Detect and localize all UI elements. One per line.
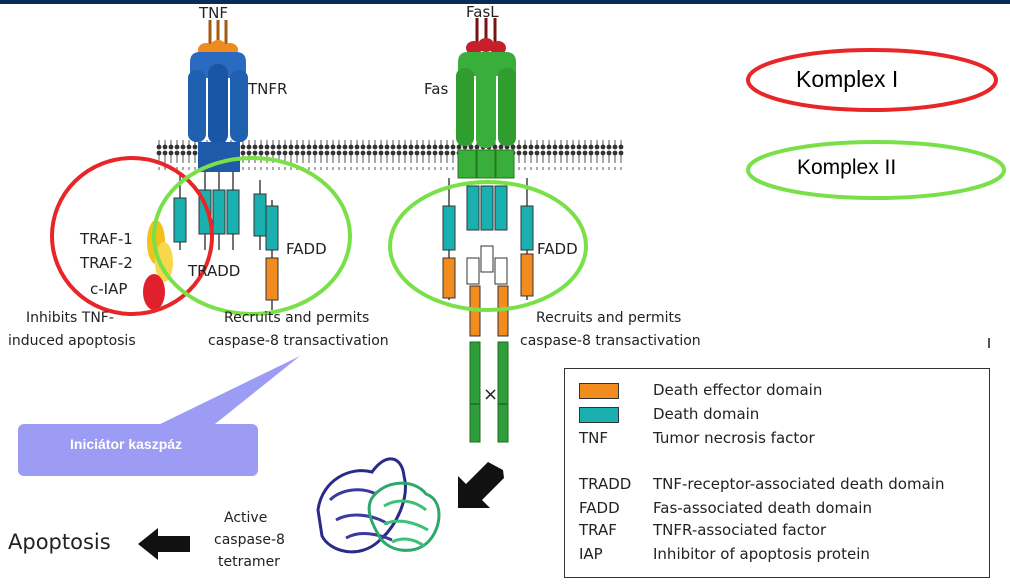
fas-label: Fas xyxy=(424,80,449,98)
legend-key-6: IAP xyxy=(579,545,603,563)
tnf-ligand xyxy=(198,20,238,57)
komplex-one-legend-ring xyxy=(746,48,998,112)
death-effector-swatch xyxy=(579,383,619,399)
active-line3: tetramer xyxy=(218,554,280,570)
tnfr-receptor xyxy=(188,52,248,172)
legend-text-6: Inhibitor of apoptosis protein xyxy=(653,545,870,563)
komplex-two-label: Komplex II xyxy=(797,156,897,179)
callout-pointer xyxy=(152,356,300,428)
initiator-caspase-callout: Iniciátor kaszpáz xyxy=(18,424,258,476)
recruits-left-line1: Recruits and permits xyxy=(224,310,370,326)
top-border xyxy=(0,0,1010,4)
traf2-label: TRAF-2 xyxy=(80,254,133,272)
legend-text-3: TNF-receptor-associated death domain xyxy=(653,475,945,493)
komplex-two-legend-ring xyxy=(746,140,1006,200)
arrow-to-apoptosis xyxy=(138,528,190,560)
komplex-two-ring-fadd xyxy=(388,180,588,312)
fadd-right-label: FADD xyxy=(537,240,578,258)
fasl-ligand xyxy=(466,18,506,55)
legend-key-5: TRAF xyxy=(579,521,617,539)
ciap-label: c-IAP xyxy=(90,280,128,298)
active-line1: Active xyxy=(224,510,268,526)
recruits-right-line1: Recruits and permits xyxy=(536,310,682,326)
fas-receptor xyxy=(456,52,516,179)
inhibits-line2: induced apoptosis xyxy=(8,333,136,349)
death-domain-swatch xyxy=(579,407,619,423)
legend-key-2: TNF xyxy=(579,429,609,447)
tnfr-label: TNFR xyxy=(248,80,288,98)
membrane-left xyxy=(156,140,376,170)
inhibits-line1: Inhibits TNF- xyxy=(26,310,114,326)
komplex-one-label: Komplex I xyxy=(796,66,899,92)
legend-text-1: Death domain xyxy=(653,405,760,423)
komplex-two-ring-tradd xyxy=(152,156,352,316)
legend-key-4: FADD xyxy=(579,499,620,517)
fadd-left-label: FADD xyxy=(286,240,327,258)
active-line2: caspase-8 xyxy=(214,532,285,548)
legend-text-5: TNFR-associated factor xyxy=(653,521,827,539)
arrow-to-caspase xyxy=(458,462,504,508)
apoptosis-label: Apoptosis xyxy=(8,530,111,554)
caspase-8-tetramer-structure xyxy=(316,457,441,554)
fasl-label: FasL xyxy=(466,3,499,21)
tnf-label: TNF xyxy=(199,4,229,22)
abbreviation-legend: Death effector domain Death domain TNF T… xyxy=(564,368,990,578)
recruits-right-line2: caspase-8 transactivation xyxy=(520,333,701,349)
legend-key-3: TRADD xyxy=(579,475,632,493)
callout-text: Iniciátor kaszpáz xyxy=(70,436,183,452)
komplex-one-ring-traf xyxy=(50,156,214,316)
legend-text-0: Death effector domain xyxy=(653,381,823,399)
legend-text-4: Fas-associated death domain xyxy=(653,499,872,517)
legend-text-2: Tumor necrosis factor xyxy=(653,429,815,447)
traf1-label: TRAF-1 xyxy=(80,230,133,248)
recruits-left-line2: caspase-8 transactivation xyxy=(208,333,389,349)
cross-mark: × xyxy=(483,384,499,405)
tradd-label: TRADD xyxy=(188,262,241,280)
